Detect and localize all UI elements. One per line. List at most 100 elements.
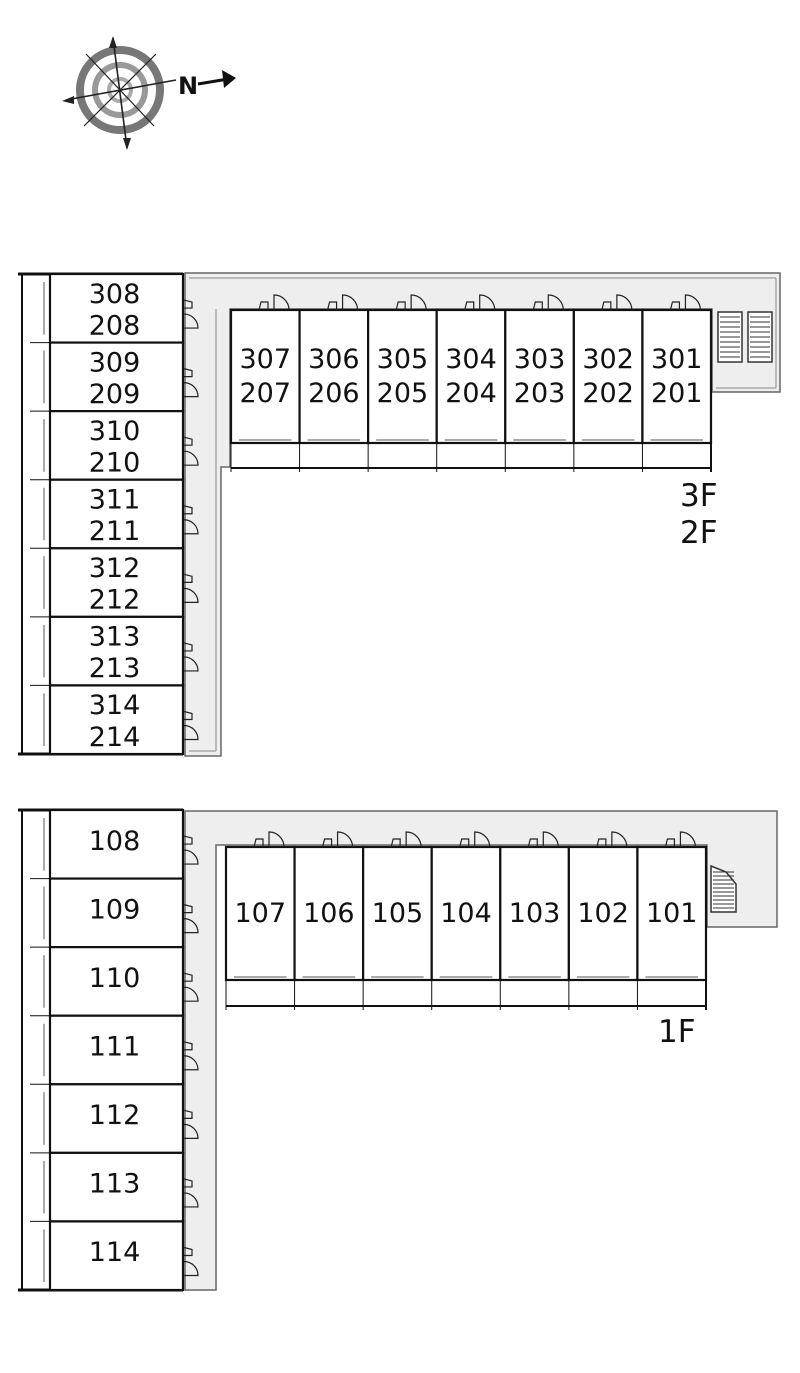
lower-left-units: 108 109 110 111 112 113 114 xyxy=(18,808,199,1292)
unit-number: 202 xyxy=(582,378,634,409)
unit-number: 201 xyxy=(651,378,703,409)
unit-cell: 104 xyxy=(430,831,502,1010)
unit-number: 314 xyxy=(89,690,141,721)
door-icon xyxy=(183,436,199,466)
door-icon xyxy=(390,831,422,848)
unit-number: 109 xyxy=(89,894,141,925)
unit-number: 111 xyxy=(89,1031,141,1062)
door-icon xyxy=(183,368,199,398)
unit-number: 204 xyxy=(445,378,497,409)
unit-number: 205 xyxy=(377,378,429,409)
door-icon xyxy=(183,505,199,535)
unit-cell: 108 xyxy=(30,808,199,880)
door-icon xyxy=(464,294,496,311)
door-icon xyxy=(183,710,199,741)
door-icon xyxy=(183,835,199,865)
unit-number: 103 xyxy=(509,898,561,929)
unit-number: 105 xyxy=(372,898,424,929)
door-icon xyxy=(527,831,559,848)
door-icon xyxy=(532,294,564,311)
door-icon xyxy=(183,573,199,603)
door-icon xyxy=(183,1246,199,1277)
door-icon xyxy=(321,831,354,848)
unit-number: 302 xyxy=(582,344,634,375)
lower-corridor xyxy=(184,810,778,1291)
unit-number: 203 xyxy=(514,378,566,409)
unit-cell: 109 xyxy=(30,877,199,949)
door-icon xyxy=(601,294,633,311)
compass-icon: N xyxy=(62,36,236,150)
unit-cell: 111 xyxy=(30,1014,199,1086)
unit-number: 305 xyxy=(377,344,429,375)
floor-label-2f: 2F xyxy=(680,515,718,551)
door-icon xyxy=(326,294,359,311)
floor-label-3f: 3F xyxy=(680,478,718,514)
upper-floors-plan: 3082083092093102103112113122123132133142… xyxy=(18,272,781,757)
unit-number: 214 xyxy=(89,722,141,753)
unit-number: 106 xyxy=(303,898,355,929)
upper-top-units: 3072073062063052053042043032033022023012… xyxy=(229,294,713,472)
floor-label-1f: 1F xyxy=(658,1014,696,1050)
unit-number: 113 xyxy=(89,1169,141,1200)
lower-top-units: 107 106 105 104 103 102 101 xyxy=(224,831,708,1010)
unit-number: 112 xyxy=(89,1100,141,1131)
door-icon xyxy=(183,1041,199,1071)
upper-left-units: 3082083092093102103112113122123132133142… xyxy=(18,272,199,756)
unit-number: 310 xyxy=(89,416,141,447)
unit-cell: 110 xyxy=(30,946,199,1017)
unit-number: 104 xyxy=(440,898,492,929)
door-icon xyxy=(395,294,427,311)
unit-number: 213 xyxy=(89,653,141,684)
unit-number: 212 xyxy=(89,585,141,616)
unit-cell: 103 xyxy=(499,831,570,1010)
unit-cell: 107 xyxy=(224,831,296,1010)
stairs-icon xyxy=(717,311,773,363)
door-icon xyxy=(183,972,199,1002)
unit-number: 208 xyxy=(89,310,141,341)
unit-number: 312 xyxy=(89,553,141,584)
unit-number: 107 xyxy=(235,898,287,929)
unit-number: 102 xyxy=(577,898,629,929)
unit-cell: 102 xyxy=(567,831,639,1010)
unit-number: 110 xyxy=(89,963,141,994)
unit-number: 108 xyxy=(89,826,141,857)
door-icon xyxy=(596,831,628,848)
door-icon xyxy=(459,831,491,848)
unit-number: 301 xyxy=(651,344,703,375)
unit-number: 311 xyxy=(89,485,141,516)
unit-cell: 105 xyxy=(362,831,433,1010)
unit-number: 206 xyxy=(308,378,360,409)
door-icon xyxy=(183,642,199,672)
unit-cell: 112 xyxy=(30,1083,199,1154)
unit-number: 211 xyxy=(89,516,141,547)
first-floor-plan: 108 109 110 111 112 113 114 107 106 105 104 103 102… xyxy=(18,808,778,1292)
unit-number: 209 xyxy=(89,379,141,410)
unit-cell: 113 xyxy=(30,1151,199,1223)
unit-number: 304 xyxy=(445,344,497,375)
unit-number: 309 xyxy=(89,347,141,378)
door-icon xyxy=(253,831,285,848)
unit-number: 114 xyxy=(89,1237,141,1268)
unit-number: 210 xyxy=(89,447,141,478)
unit-number: 207 xyxy=(240,378,292,409)
unit-number: 307 xyxy=(240,344,292,375)
unit-number: 101 xyxy=(646,898,698,929)
door-icon xyxy=(183,299,199,329)
door-icon xyxy=(664,831,697,848)
unit-cell: 106 xyxy=(293,831,365,1010)
unit-number: 306 xyxy=(308,344,360,375)
